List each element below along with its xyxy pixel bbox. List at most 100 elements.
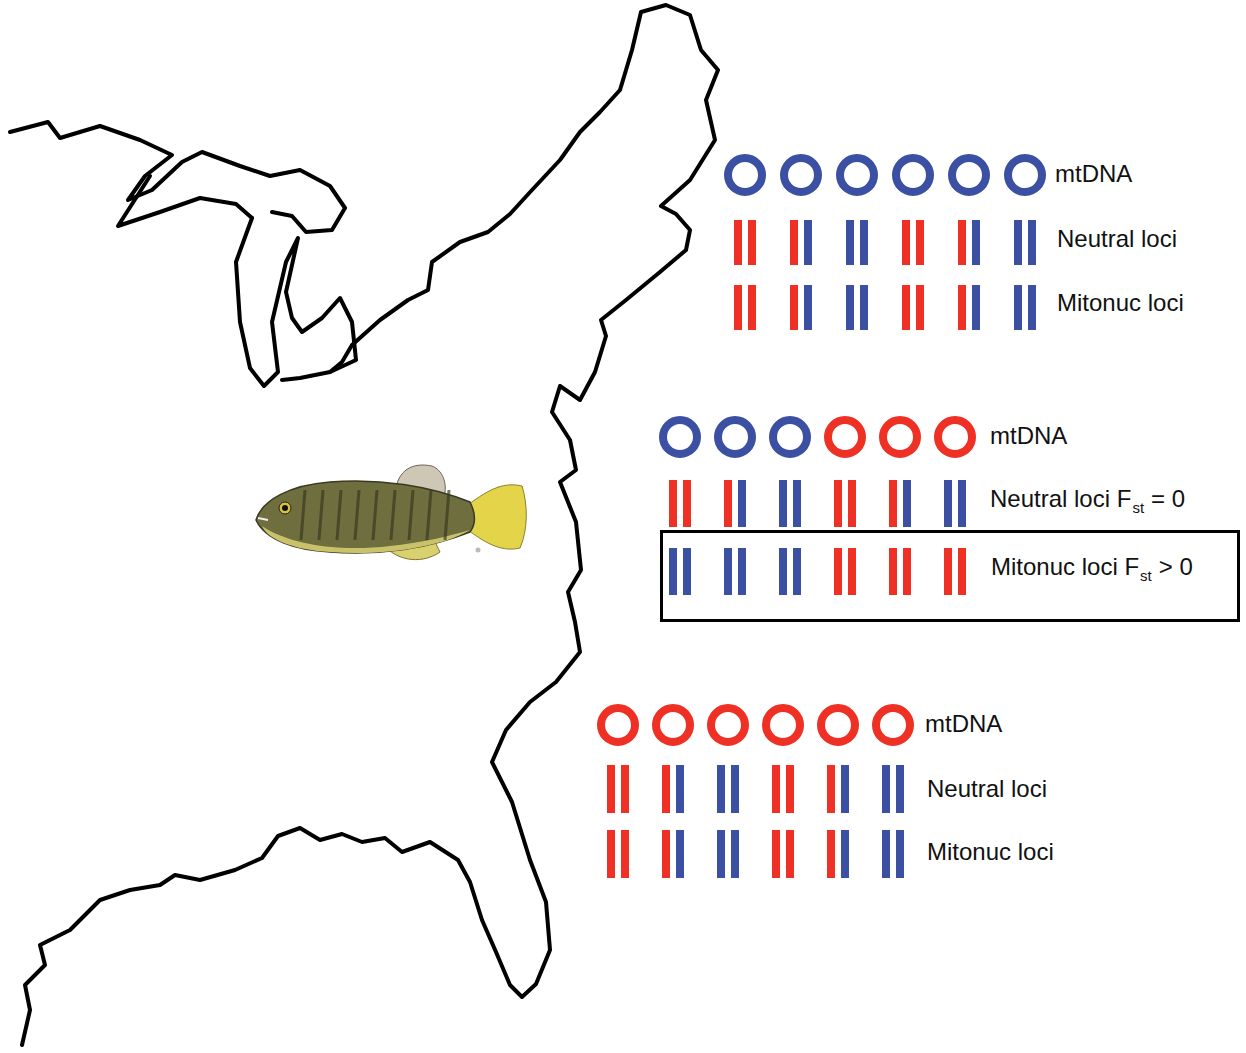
allele-bar (734, 220, 742, 265)
allele-bar (804, 220, 812, 265)
allele-bar (734, 285, 742, 330)
label-text: mtDNA (990, 422, 1067, 450)
label-text: mtDNA (925, 710, 1002, 738)
allele-bar (848, 480, 856, 527)
fish-stripe (427, 490, 431, 540)
allele-bar (958, 220, 966, 265)
allele-bar (804, 285, 812, 330)
allele-bar (621, 765, 629, 813)
fish-illustration (256, 465, 526, 560)
row-label: mtDNA (925, 710, 1002, 738)
allele-bar (827, 830, 835, 878)
row-label: mtDNA (990, 422, 1067, 450)
allele-bar (1014, 220, 1022, 265)
allele-bar (790, 220, 798, 265)
allele-bar (1028, 285, 1036, 330)
fish-stripe (301, 490, 305, 540)
allele-bar (882, 765, 890, 813)
egg-dot (476, 548, 481, 553)
allele-bar (896, 830, 904, 878)
allele-bar (1014, 285, 1022, 330)
mtdna-ring (840, 158, 874, 192)
allele-bar (786, 765, 794, 813)
subscript: st (1140, 567, 1152, 584)
allele-bar (1028, 220, 1036, 265)
mtdna-ring (952, 158, 986, 192)
mtdna-ring (938, 420, 972, 454)
mtdna-ring (883, 420, 917, 454)
row-label: Neutral loci (927, 775, 1047, 803)
allele-bar (903, 480, 911, 527)
mtdna-ring (718, 420, 752, 454)
allele-bar (662, 765, 670, 813)
label-text: mtDNA (1055, 160, 1132, 188)
row-label: Mitonuc loci (1057, 289, 1184, 317)
allele-bar (958, 285, 966, 330)
allele-bar (683, 548, 691, 595)
allele-bar (793, 548, 801, 595)
allele-bar (972, 220, 980, 265)
allele-bar (902, 220, 910, 265)
allele-bar (717, 830, 725, 878)
allele-bar (772, 765, 780, 813)
fish-stripes (301, 490, 449, 540)
mtdna-ring (896, 158, 930, 192)
allele-bar (827, 765, 835, 813)
allele-bar (724, 480, 732, 527)
label-text: Mitonuc loci (927, 838, 1054, 866)
allele-bar (731, 765, 739, 813)
highlight-box: Mitonuc loci Fst > 0 (660, 530, 1240, 622)
allele-bar (738, 548, 746, 595)
mtdna-ring (1008, 158, 1042, 192)
label-text: Mitonuc loci (1057, 289, 1184, 317)
allele-bar (724, 548, 732, 595)
allele-bar (621, 830, 629, 878)
fish-eye (279, 502, 291, 514)
allele-bar (860, 220, 868, 265)
mtdna-ring (773, 420, 807, 454)
label-text: Neutral loci F (990, 485, 1131, 513)
allele-bar (683, 480, 691, 527)
fish-stripe (319, 490, 323, 540)
label-text: Neutral loci (1057, 225, 1177, 253)
row-label: Neutral loci Fst= 0 (990, 485, 1185, 513)
allele-bar (748, 220, 756, 265)
allele-bar (944, 548, 952, 595)
fish-stripe (355, 490, 359, 540)
allele-bar (903, 548, 911, 595)
allele-bar (834, 480, 842, 527)
allele-bar (669, 480, 677, 527)
fish-belly (262, 526, 470, 553)
genotype-symbols (601, 158, 1042, 878)
allele-bar (846, 285, 854, 330)
allele-bar (841, 765, 849, 813)
allele-bar (717, 765, 725, 813)
allele-bar (779, 548, 787, 595)
allele-bar (786, 830, 794, 878)
allele-bar (958, 480, 966, 527)
mtdna-ring (663, 420, 697, 454)
allele-bar (676, 765, 684, 813)
label-text: Mitonuc loci F (991, 553, 1139, 581)
fish-mouth (258, 518, 268, 520)
fish-stripe (409, 490, 413, 540)
fish-tail (468, 485, 526, 549)
allele-bar (916, 220, 924, 265)
box-text-row: Mitonuc loci Fst > 0 (991, 553, 1193, 581)
label-text: > 0 (1159, 553, 1193, 581)
subscript: st (1132, 499, 1144, 516)
allele-bar (889, 480, 897, 527)
allele-bar (944, 480, 952, 527)
mtdna-ring (728, 158, 762, 192)
fish-stripe (445, 490, 449, 540)
allele-bar (748, 285, 756, 330)
allele-bar (972, 285, 980, 330)
mtdna-ring (828, 420, 862, 454)
allele-bar (834, 548, 842, 595)
row-label: Mitonuc loci (927, 838, 1054, 866)
mtdna-ring (601, 708, 635, 742)
mtdna-ring (711, 708, 745, 742)
atlantic-gulf-coast (22, 5, 718, 1045)
allele-bar (607, 765, 615, 813)
allele-bar (731, 830, 739, 878)
